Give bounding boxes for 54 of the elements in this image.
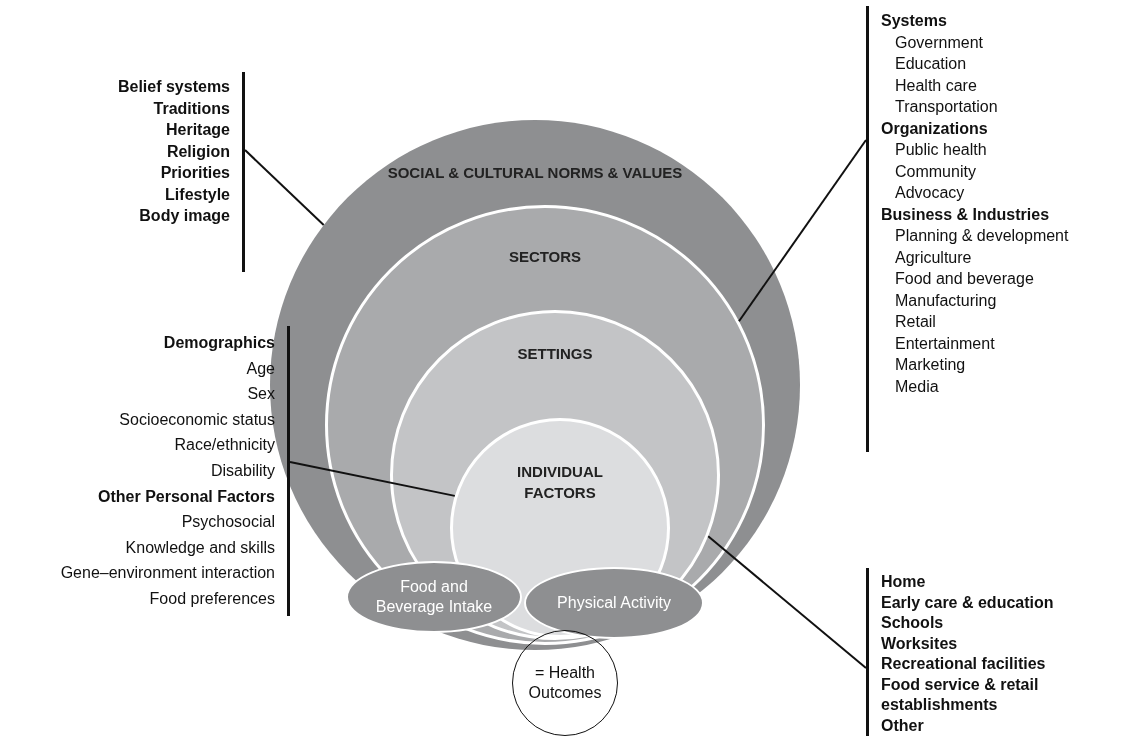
list-item: Public health bbox=[895, 141, 987, 158]
list-heading: Body image bbox=[139, 207, 230, 224]
list-heading: Business & Industries bbox=[881, 205, 1050, 223]
list-item: Disability bbox=[211, 461, 275, 479]
leader-line bbox=[738, 139, 867, 323]
list-heading: Demographics bbox=[163, 334, 275, 351]
list-item: Transportation bbox=[895, 98, 998, 115]
list-heading: Heritage bbox=[165, 121, 230, 138]
list-heading: Traditions bbox=[153, 99, 230, 117]
list-heading: Early care & education bbox=[881, 593, 1054, 611]
leader-line bbox=[707, 535, 867, 669]
ellipse-label: Physical Activity bbox=[557, 593, 671, 613]
list-item: Age bbox=[246, 359, 275, 377]
list-item: Community bbox=[895, 162, 976, 180]
list-item: Manufacturing bbox=[895, 291, 997, 309]
list-item: Advocacy bbox=[895, 184, 965, 201]
list-item: Knowledge and skills bbox=[125, 538, 275, 556]
list-heading: Other bbox=[881, 716, 924, 734]
circle-label: SETTINGS bbox=[517, 344, 593, 364]
leader-line bbox=[244, 149, 325, 227]
list-item: Entertainment bbox=[895, 334, 995, 352]
circle-label: INDIVIDUAL FACTORS bbox=[516, 462, 604, 503]
list-item: Marketing bbox=[895, 356, 966, 373]
list-item: Race/ethnicity bbox=[174, 436, 275, 454]
list-item: Socioeconomic status bbox=[119, 410, 275, 428]
list-heading: Priorities bbox=[160, 164, 230, 181]
list-item: Gene–environment interaction bbox=[60, 564, 275, 582]
ellipse-label: = Health Outcomes bbox=[527, 663, 603, 703]
list-heading: Schools bbox=[881, 614, 944, 631]
list-item: Sex bbox=[247, 385, 275, 403]
list-item: Education bbox=[895, 55, 967, 72]
list-item: Agriculture bbox=[895, 248, 972, 266]
list-heading: Systems bbox=[881, 12, 947, 29]
circle-label: SECTORS bbox=[508, 247, 582, 267]
list-item: Media bbox=[895, 377, 939, 395]
leader-line bbox=[289, 461, 456, 497]
list-item: Psychosocial bbox=[181, 513, 275, 531]
list-heading: Food service & retail establishments bbox=[881, 675, 1039, 713]
list-item: Government bbox=[895, 33, 984, 51]
list-heading: Organizations bbox=[881, 119, 988, 137]
list-heading: Lifestyle bbox=[165, 185, 230, 203]
list-heading: Recreational facilities bbox=[881, 655, 1046, 672]
list-item: Health care bbox=[895, 76, 977, 94]
list-heading: Worksites bbox=[881, 634, 958, 652]
list-item: Food and beverage bbox=[895, 270, 1034, 287]
list-heading: Religion bbox=[166, 142, 230, 160]
circle-label: SOCIAL & CULTURAL NORMS & VALUES bbox=[387, 163, 683, 183]
list-item: Food preferences bbox=[149, 589, 275, 607]
list-item: Retail bbox=[895, 313, 936, 330]
list-item: Planning & development bbox=[895, 227, 1069, 244]
list-heading: Belief systems bbox=[117, 78, 230, 95]
list-heading: Other Personal Factors bbox=[98, 487, 275, 505]
list-heading: Home bbox=[881, 573, 926, 590]
ellipse-label: Food and Beverage Intake bbox=[374, 577, 494, 617]
